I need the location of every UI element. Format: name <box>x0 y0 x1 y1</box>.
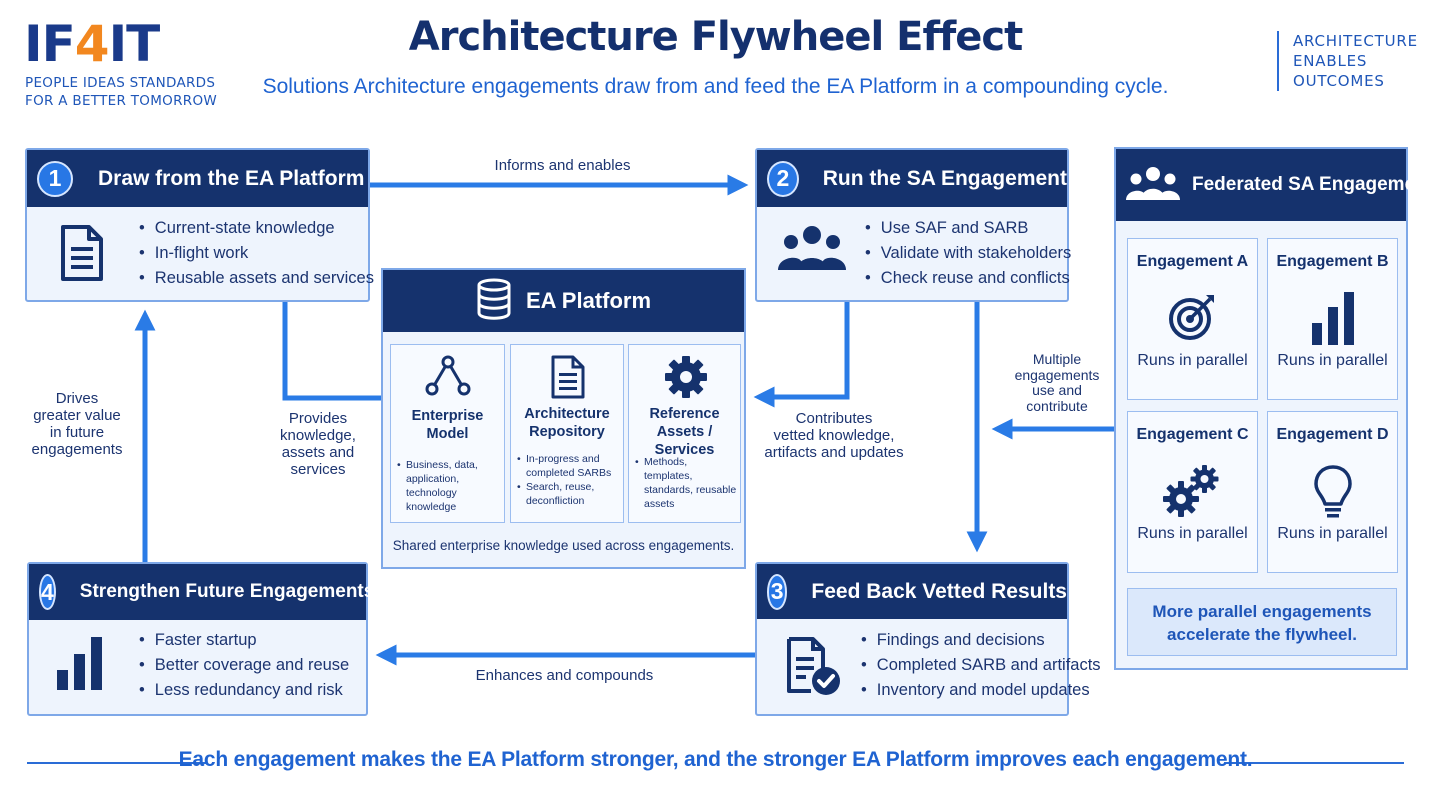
engagement-status: Runs in parallel <box>1137 525 1248 542</box>
list-item: Current-state knowledge <box>139 216 374 241</box>
database-icon <box>476 278 512 325</box>
step-3-card: 3 Feed Back Vetted Results Findings and … <box>755 562 1101 716</box>
bar-chart-icon <box>1268 291 1397 350</box>
brand-logo: IF4IT <box>24 15 160 73</box>
component-subtitle: Assets / Services <box>654 424 715 458</box>
document-icon <box>550 355 586 404</box>
engagement-c-card: Engagement C Runs in parallel <box>1127 411 1258 573</box>
step-title: Draw from the EA Platform <box>98 166 365 190</box>
engagement-name: Engagement B <box>1276 253 1389 270</box>
platform-footer: Shared enterprise knowledge used across … <box>392 538 735 553</box>
list-item: In-progress and completed SARBs <box>517 452 620 480</box>
list-item: Completed SARB and artifacts <box>861 653 1101 678</box>
enterprise-model-card: Enterprise Model Business, data, applica… <box>390 344 505 523</box>
page-title: Architecture Flywheel Effect <box>408 14 1023 60</box>
list-item: Validate with stakeholders <box>865 241 1071 266</box>
corner-tagline: ARCHITECTURE ENABLES OUTCOMES <box>1277 31 1418 91</box>
gear-icon <box>664 355 708 404</box>
lightbulb-icon <box>1268 464 1397 525</box>
drives-label: Drives greater value in future engagemen… <box>31 390 123 458</box>
engagement-name: Engagement C <box>1136 426 1249 443</box>
federated-note: More parallel engagements accelerate the… <box>1127 588 1397 656</box>
footer-divider-left <box>27 762 207 764</box>
enhances-label: Enhances and compounds <box>475 667 654 684</box>
checked-document-icon <box>785 636 843 701</box>
target-icon <box>1128 291 1257 346</box>
footer-divider-right <box>1224 762 1404 764</box>
arrow-step2-to-platform <box>753 302 850 408</box>
list-item: Reusable assets and services <box>139 266 374 291</box>
step-title: Strengthen Future Engagements <box>79 581 375 602</box>
group-icon <box>1126 165 1180 206</box>
reference-assets-card: Reference Assets / Services Methods, tem… <box>628 344 741 523</box>
list-item: Better coverage and reuse <box>139 653 349 678</box>
list-item: In-flight work <box>139 241 374 266</box>
list-item: Findings and decisions <box>861 628 1101 653</box>
gears-icon <box>1128 464 1257 523</box>
step-number-badge: 2 <box>767 160 799 197</box>
informs-label: Informs and enables <box>494 157 631 174</box>
component-title: Reference <box>649 406 720 422</box>
list-item: Check reuse and conflicts <box>865 266 1071 291</box>
list-item: Faster startup <box>139 628 349 653</box>
component-title: Architecture <box>524 406 610 422</box>
federated-title: Federated SA Engagements <box>1192 174 1431 195</box>
architecture-repository-card: Architecture Repository In-progress and … <box>510 344 624 523</box>
team-icon <box>777 224 847 277</box>
platform-title: EA Platform <box>525 288 652 313</box>
brand-tagline: PEOPLE IDEAS STANDARDS FOR A BETTER TOMO… <box>25 75 218 109</box>
arrow-step1-to-platform <box>282 302 381 401</box>
engagement-status: Runs in parallel <box>1277 525 1388 542</box>
engagement-name: Engagement A <box>1136 253 1249 270</box>
bar-chart-icon <box>56 636 104 695</box>
ea-platform-panel: EA Platform Enterprise Model Business, d… <box>381 268 746 569</box>
step-number-badge: 4 <box>39 574 56 610</box>
engagement-status: Runs in parallel <box>1277 352 1388 369</box>
list-item: Use SAF and SARB <box>865 216 1071 241</box>
footer-message: Each engagement makes the EA Platform st… <box>178 748 1253 771</box>
component-subtitle: Model <box>426 426 469 442</box>
list-item: Methods, templates, standards, reusable … <box>635 455 737 511</box>
provides-label: Provides knowledge, assets and services <box>280 410 356 478</box>
multiple-engagements-label: Multiple engagements use and contribute <box>1014 351 1100 414</box>
federated-engagements-panel: Federated SA Engagements Engagement A Ru… <box>1114 147 1431 670</box>
list-item: Inventory and model updates <box>861 678 1101 703</box>
contributes-label: Contributes vetted knowledge, artifacts … <box>764 410 904 461</box>
step-title: Run the SA Engagement <box>822 166 1067 190</box>
list-item: Less redundancy and risk <box>139 678 349 703</box>
engagement-name: Engagement D <box>1276 426 1389 443</box>
step-title: Feed Back Vetted Results <box>811 579 1067 603</box>
network-icon <box>425 355 471 402</box>
component-subtitle: Repository <box>529 424 605 440</box>
engagement-d-card: Engagement D Runs in parallel <box>1267 411 1398 573</box>
step-4-card: 4 Strengthen Future Engagements Faster s… <box>27 562 374 716</box>
step-number-badge: 3 <box>767 573 788 610</box>
component-title: Enterprise <box>411 408 484 424</box>
list-item: Business, data, application, technology … <box>397 458 501 514</box>
list-item: Search, reuse, deconfliction <box>517 480 620 508</box>
engagement-status: Runs in parallel <box>1137 352 1248 369</box>
engagement-a-card: Engagement A Runs in parallel <box>1127 238 1258 400</box>
step-2-card: 2 Run the SA Engagement Use SAF and SARB… <box>755 148 1071 302</box>
page-subtitle: Solutions Architecture engagements draw … <box>262 75 1169 98</box>
document-icon <box>59 224 105 287</box>
engagement-b-card: Engagement B Runs in parallel <box>1267 238 1398 400</box>
step-1-card: 1 Draw from the EA Platform Current-stat… <box>25 148 374 302</box>
step-number-badge: 1 <box>37 160 73 197</box>
